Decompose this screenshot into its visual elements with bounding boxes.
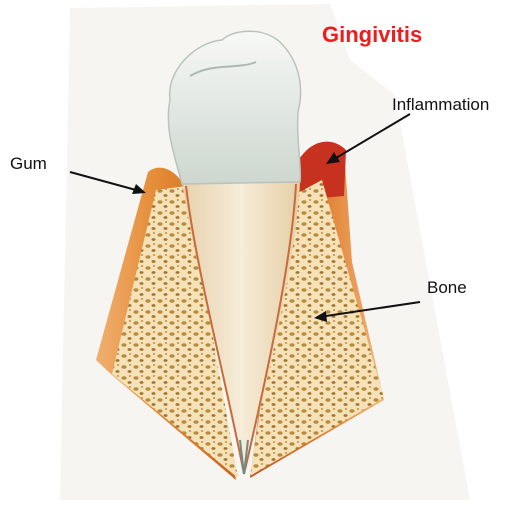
diagram-title: Gingivitis xyxy=(322,22,422,48)
label-gum: Gum xyxy=(10,155,47,172)
label-inflammation: Inflammation xyxy=(392,96,489,113)
label-bone: Bone xyxy=(427,279,467,296)
